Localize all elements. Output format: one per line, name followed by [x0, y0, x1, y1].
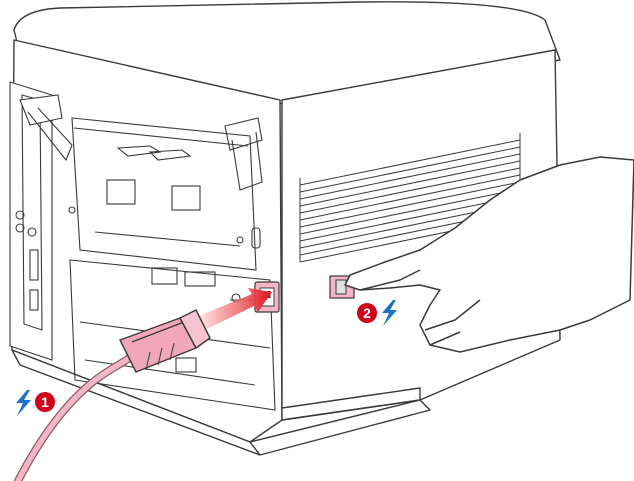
lightning-icon [382, 300, 397, 326]
hand [344, 156, 634, 353]
step-1-marker: 1 [16, 390, 55, 416]
printer-body [11, 1, 561, 456]
lightning-icon [16, 390, 31, 416]
left-latch [19, 94, 63, 126]
power-plug [119, 309, 211, 373]
side-vents [299, 133, 521, 263]
step-1-badge [35, 392, 55, 412]
step-1-number: 1 [41, 394, 49, 410]
step-2-badge [357, 303, 377, 323]
right-latch [224, 117, 263, 151]
step-2-marker: 2 [357, 300, 397, 326]
rear-panel-details [9, 81, 276, 411]
lower-plate [69, 259, 276, 411]
rear-door [71, 117, 257, 271]
step-2-number: 2 [363, 305, 371, 321]
